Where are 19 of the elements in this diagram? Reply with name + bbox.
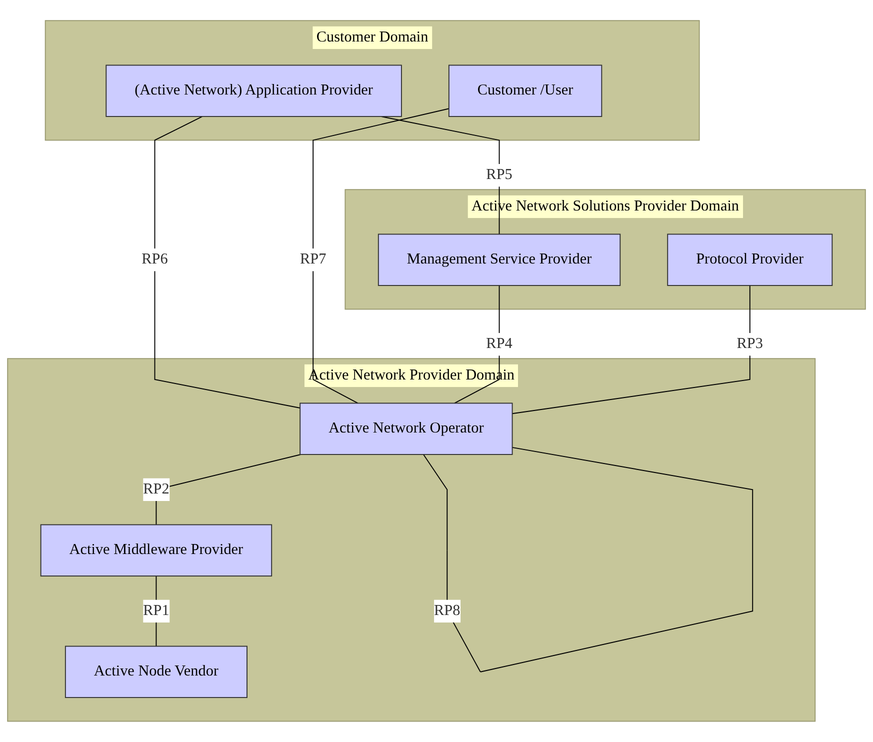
connector bbox=[380, 116, 500, 235]
connector bbox=[154, 116, 301, 409]
connector bbox=[512, 285, 750, 414]
edge-label: RP7 bbox=[300, 251, 326, 268]
node-box: Active Node Vendor bbox=[64, 646, 248, 698]
edge-label: RP8 bbox=[434, 602, 460, 619]
edge-label: RP1 bbox=[143, 602, 170, 619]
node-box: Management Service Provider bbox=[378, 234, 621, 286]
edge-label: RP6 bbox=[142, 251, 168, 268]
node-box: Active Network Operator bbox=[300, 402, 513, 456]
node-box: Customer /User bbox=[448, 64, 602, 118]
node-box: Active Middleware Provider bbox=[40, 524, 272, 577]
edge-label: RP4 bbox=[486, 336, 512, 352]
node-box: Protocol Provider bbox=[667, 234, 833, 286]
edge-label: RP2 bbox=[143, 481, 170, 498]
connector bbox=[312, 108, 450, 404]
edge-label: RP3 bbox=[736, 336, 763, 352]
edge-label: RP5 bbox=[486, 166, 512, 184]
node-box: (Active Network) Application Provider bbox=[106, 64, 402, 118]
